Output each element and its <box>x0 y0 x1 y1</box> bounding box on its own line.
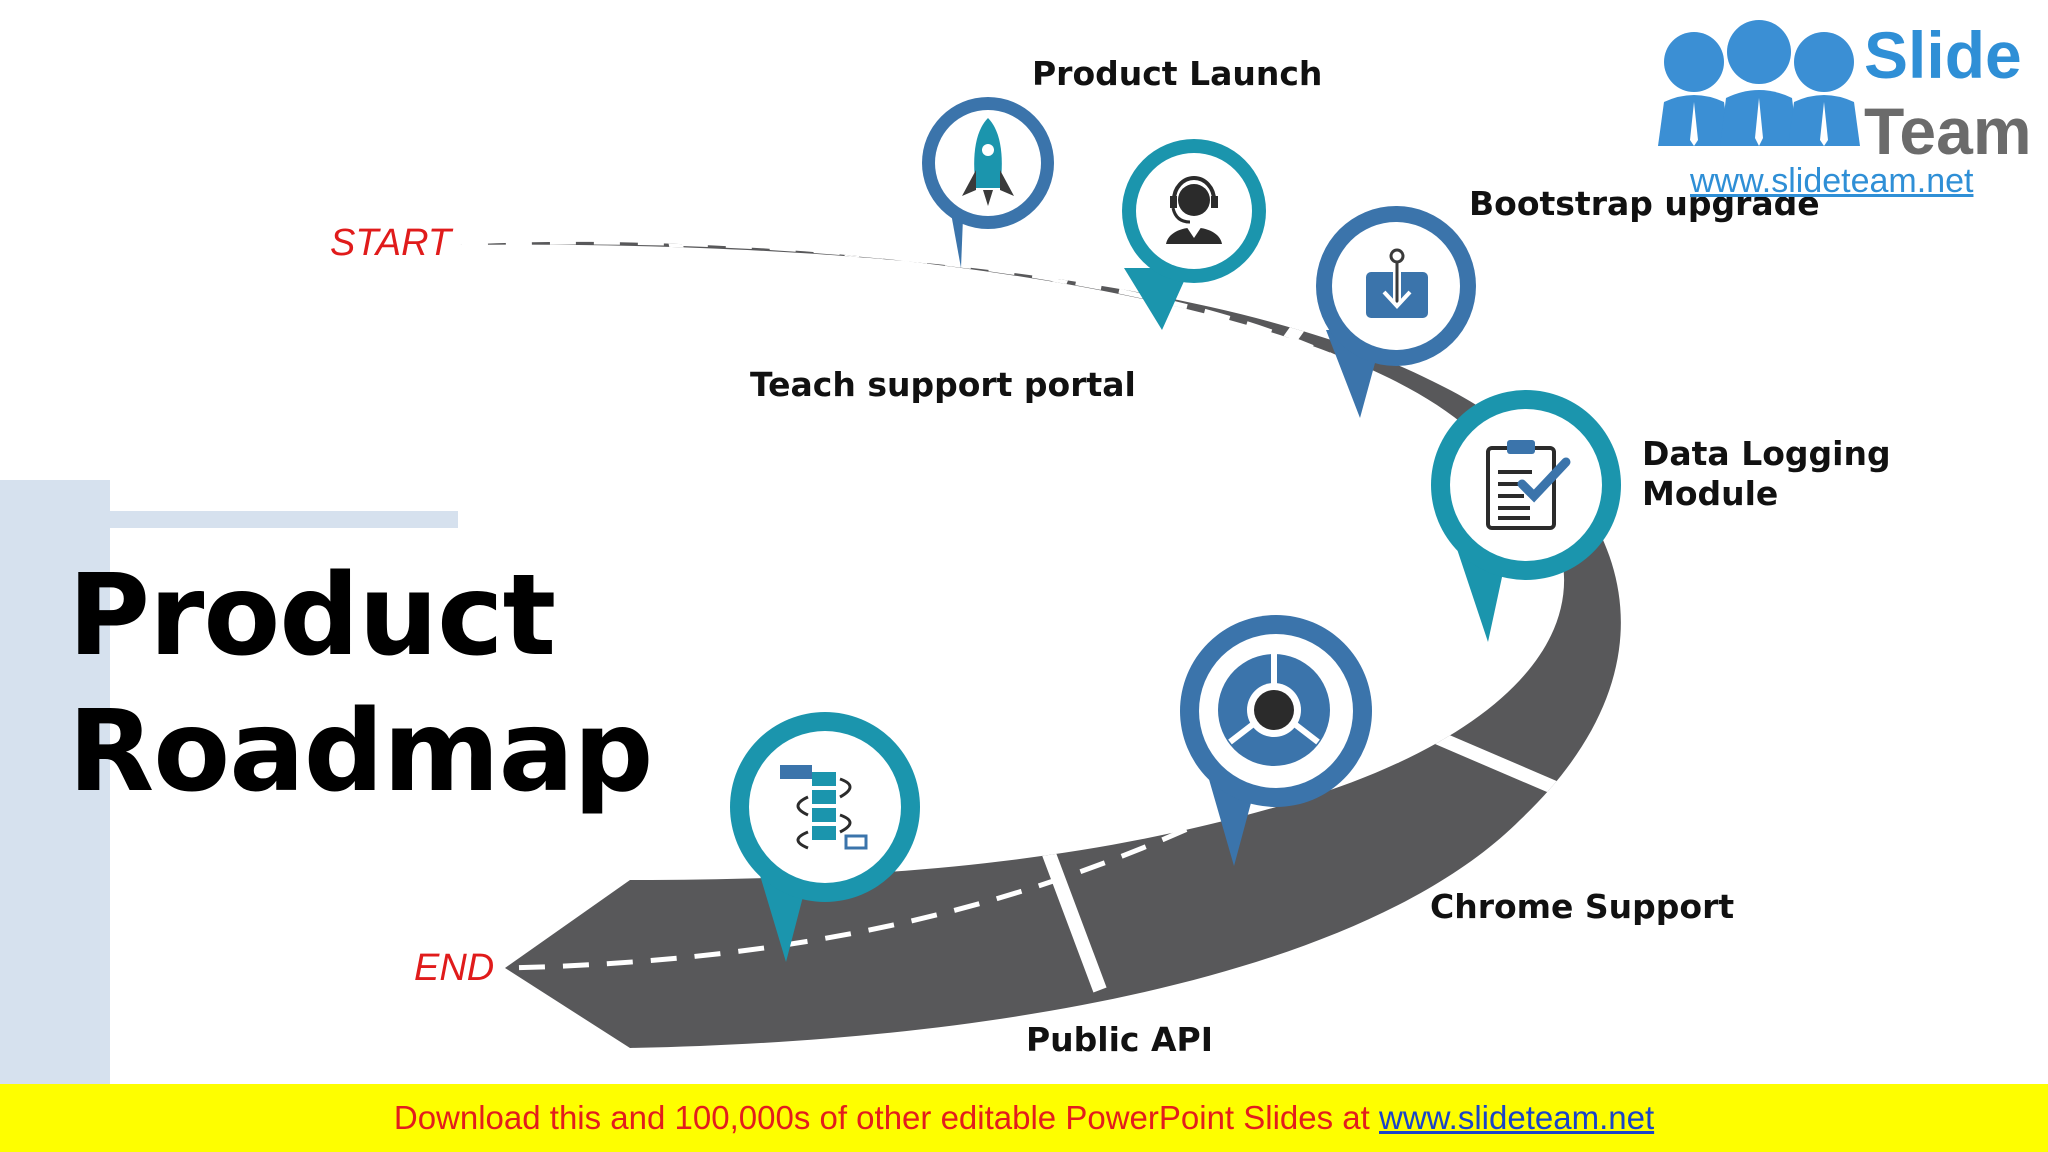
milestone-pin-data-logging <box>1431 390 1621 642</box>
roadmap-diagram <box>460 97 1621 1049</box>
footer-text: Download this and 100,000s of other edit… <box>393 1099 1379 1136</box>
footer-link[interactable]: www.slideteam.net <box>1379 1099 1655 1136</box>
slideteam-logo: Slide Team www.slideteam.net <box>1636 0 2032 200</box>
milestone-pin-support-portal <box>1122 139 1266 330</box>
support-agent-icon <box>1166 176 1222 244</box>
footer-banner: Download this and 100,000s of other edit… <box>0 1084 2048 1152</box>
slide-title: Product Roadmap <box>68 548 653 820</box>
clipboard-check-icon <box>1486 440 1571 530</box>
milestone-pin-product-launch <box>922 97 1054 268</box>
milestone-pin-public-api <box>730 712 920 962</box>
logo-url[interactable]: www.slideteam.net <box>1690 162 1974 200</box>
logo-word-team: Team <box>1864 94 2032 168</box>
start-label: START <box>330 222 452 264</box>
rocket-icon <box>962 118 1014 206</box>
milestone-label-support-portal: Teach support portal <box>750 365 1136 404</box>
people-logo-icon <box>1658 20 1860 146</box>
milestone-pin-bootstrap-upgrade <box>1316 206 1476 418</box>
milestone-label-data-logging: Data Logging Module <box>1642 434 1891 514</box>
milestone-label-product-launch: Product Launch <box>1032 54 1323 93</box>
milestone-pin-chrome-support <box>1180 615 1372 866</box>
download-box-icon <box>1366 248 1428 318</box>
title-line-2: Roadmap <box>68 687 653 817</box>
end-label: END <box>414 947 495 989</box>
logo-word-slide: Slide <box>1864 18 2022 92</box>
workflow-icon <box>780 765 868 850</box>
milestone-label-data-logging-line1: Data Logging <box>1642 434 1891 473</box>
milestone-label-chrome-support: Chrome Support <box>1430 887 1735 926</box>
accent-bar-horizontal <box>0 511 458 528</box>
title-line-1: Product <box>68 551 556 681</box>
milestone-label-data-logging-line2: Module <box>1642 474 1779 513</box>
milestone-label-public-api: Public API <box>1026 1020 1213 1059</box>
accent-bar-vertical <box>0 480 110 1084</box>
chrome-icon <box>1218 654 1330 766</box>
